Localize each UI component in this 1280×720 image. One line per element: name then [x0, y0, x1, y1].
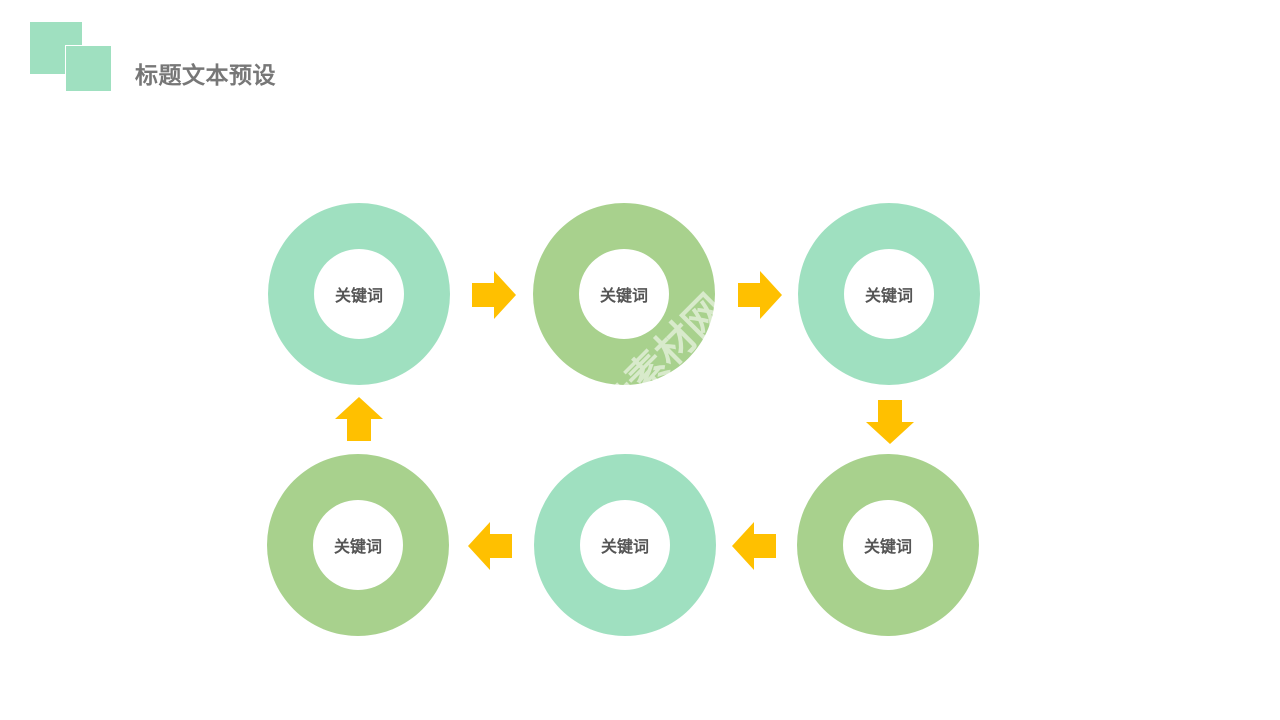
cycle-node-4-label: 关键词 — [863, 537, 912, 556]
cycle-node-1: 关键词 — [268, 203, 450, 385]
cycle-node-1-center: 关键词 — [314, 249, 404, 339]
arrow-right-icon — [738, 271, 782, 319]
cycle-node-5-center: 关键词 — [580, 500, 670, 590]
cycle-node-4-center: 关键词 — [843, 500, 933, 590]
cycle-node-5: 关键词 — [534, 454, 716, 636]
cycle-node-2: 关键词 — [533, 203, 715, 385]
arrow-right-icon — [472, 271, 516, 319]
cycle-node-5-label: 关键词 — [600, 537, 649, 556]
cycle-node-4: 关键词 — [797, 454, 979, 636]
cycle-node-3-center: 关键词 — [844, 249, 934, 339]
arrow-left-icon — [732, 522, 776, 570]
arrow-left-icon — [468, 522, 512, 570]
arrow-up-icon — [335, 397, 383, 441]
cycle-node-6-label: 关键词 — [333, 537, 382, 556]
cycle-node-1-label: 关键词 — [334, 286, 383, 305]
cycle-node-6: 关键词 — [267, 454, 449, 636]
cycle-node-6-center: 关键词 — [313, 500, 403, 590]
page-title: 标题文本预设 — [135, 63, 276, 89]
cycle-node-2-label: 关键词 — [599, 286, 648, 305]
cycle-node-2-center: 关键词 — [579, 249, 669, 339]
logo-square-front — [65, 45, 112, 92]
cycle-node-3-label: 关键词 — [864, 286, 913, 305]
arrow-down-icon — [866, 400, 914, 444]
cycle-node-3: 关键词 — [798, 203, 980, 385]
